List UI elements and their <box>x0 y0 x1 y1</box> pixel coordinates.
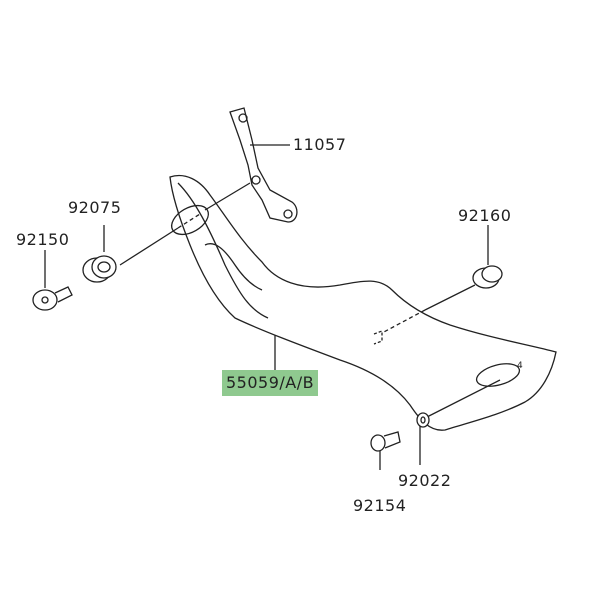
grommet-92075 <box>82 255 117 283</box>
leader-lines <box>44 144 501 470</box>
part-label-55059[interactable]: 55059/A/B <box>222 370 319 396</box>
part-label-92160[interactable]: 92160 <box>458 206 512 225</box>
part-label-92150[interactable]: 92150 <box>16 230 70 249</box>
part-label-92022[interactable]: 92022 <box>398 471 452 490</box>
bracket-part <box>229 107 298 223</box>
part-label-11057[interactable]: 11057 <box>293 135 347 154</box>
grommet-92160 <box>472 265 503 289</box>
bolt-92150 <box>32 286 73 311</box>
callout-mark: 4 <box>517 361 523 371</box>
bolt-92154 <box>370 431 401 452</box>
part-label-92154[interactable]: 92154 <box>353 496 407 515</box>
cover-part <box>169 174 557 431</box>
part-label-92075[interactable]: 92075 <box>68 198 122 217</box>
washer-92022 <box>416 412 430 428</box>
